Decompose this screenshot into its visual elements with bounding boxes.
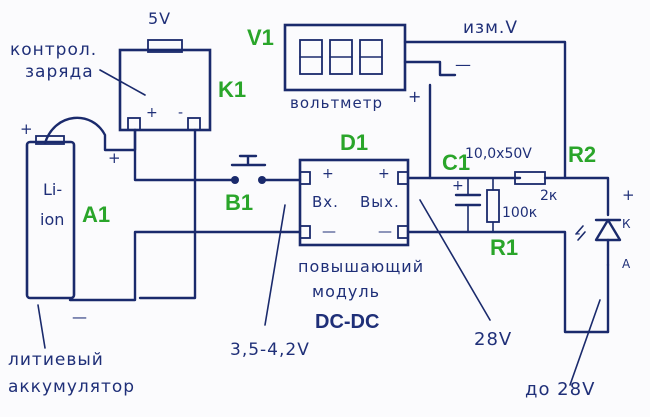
led-k-label: К xyxy=(622,217,631,231)
charger-body xyxy=(118,48,212,132)
module-caption-line1: повышающий xyxy=(298,257,424,276)
wire-charger-minus xyxy=(138,128,197,300)
charger-input-plus: + xyxy=(108,149,121,167)
resistor-r2 xyxy=(514,171,546,185)
led-plus: + xyxy=(622,186,635,204)
wire-battery-minus xyxy=(68,230,302,302)
charger-supply-label: 5V xyxy=(148,9,171,28)
dc-dc-module xyxy=(298,158,410,247)
battery-text-line2: ion xyxy=(40,210,64,229)
resistor-r2-value: 2к xyxy=(540,188,557,204)
resistor-r1 xyxy=(486,189,500,223)
battery-minus: — xyxy=(72,308,87,326)
wire-voltmeter-meas xyxy=(403,40,567,180)
battery-id: A1 xyxy=(82,202,110,227)
battery-caption-line1: литиевый xyxy=(8,350,104,370)
module-out-plus: + xyxy=(378,166,390,182)
battery-plus: + xyxy=(20,120,33,138)
module-in-plus-term xyxy=(299,171,311,185)
module-out-label: Вых. xyxy=(360,193,400,211)
module-in-plus: + xyxy=(322,166,334,182)
module-caption-line2: модуль xyxy=(312,282,380,301)
capacitor-plus: + xyxy=(452,178,464,194)
wire-r2-to-led xyxy=(543,176,610,217)
voltmeter-digits xyxy=(299,39,383,75)
battery-text-line1: Li- xyxy=(43,180,62,199)
pointer-input xyxy=(264,204,286,326)
wire-battery-plus-to-charger xyxy=(43,116,137,152)
output-voltage: 28V xyxy=(474,329,512,350)
input-voltage-range: 3,5-4,2V xyxy=(230,340,310,360)
module-id: D1 xyxy=(340,130,368,155)
voltmeter-caption: вольтметр xyxy=(290,94,383,112)
charger-term-minus xyxy=(187,117,201,131)
module-in-minus-term xyxy=(299,225,311,239)
usb-port xyxy=(147,39,183,53)
switch-b1 xyxy=(230,154,267,184)
module-out-minus-term xyxy=(397,225,409,239)
capacitor-value: 10,0х50V xyxy=(465,146,532,162)
pointer-led xyxy=(569,299,601,386)
capacitor-id: C1 xyxy=(442,150,470,175)
charger-plus: + xyxy=(146,105,158,121)
led-voltage-range: до 28V xyxy=(525,379,595,400)
led-indicator xyxy=(575,218,622,267)
module-out-minus: — xyxy=(378,224,392,240)
battery-body xyxy=(25,140,76,300)
led-minus: - xyxy=(575,224,580,242)
charger-minus: - xyxy=(178,105,183,121)
resistor-r1-id: R1 xyxy=(490,235,518,260)
charger-id: K1 xyxy=(218,77,246,102)
module-in-label: Вх. xyxy=(312,193,339,211)
voltmeter-id: V1 xyxy=(247,25,274,50)
pointer-battery xyxy=(37,304,46,349)
module-caption-line3: DC-DC xyxy=(315,311,379,333)
resistor-r1-value: 100к xyxy=(502,205,537,221)
wire-out-minus xyxy=(406,230,610,334)
module-in-minus: — xyxy=(322,224,336,240)
wire-charger-plus-to-switch xyxy=(133,128,234,182)
charger-title-line2: заряда xyxy=(25,62,94,82)
voltmeter-plus: + xyxy=(408,87,421,106)
pointer-output xyxy=(419,199,491,321)
module-out-plus-term xyxy=(397,171,409,185)
voltmeter-meas-label: изм.V xyxy=(463,18,518,38)
led-a-label: А xyxy=(622,257,631,271)
wire-voltmeter-minus xyxy=(403,60,457,77)
battery-cap xyxy=(35,135,65,145)
battery-caption-line2: аккумулятор xyxy=(8,377,135,397)
voltmeter-minus: — xyxy=(455,55,471,74)
pointer-charger xyxy=(99,69,146,96)
charger-term-plus xyxy=(127,117,141,131)
charger-title-line1: контрол. xyxy=(10,40,97,60)
switch-id: B1 xyxy=(225,190,253,215)
voltmeter-body xyxy=(283,23,407,92)
resistor-r2-id: R2 xyxy=(568,142,596,167)
capacitor-c1 xyxy=(454,193,482,207)
